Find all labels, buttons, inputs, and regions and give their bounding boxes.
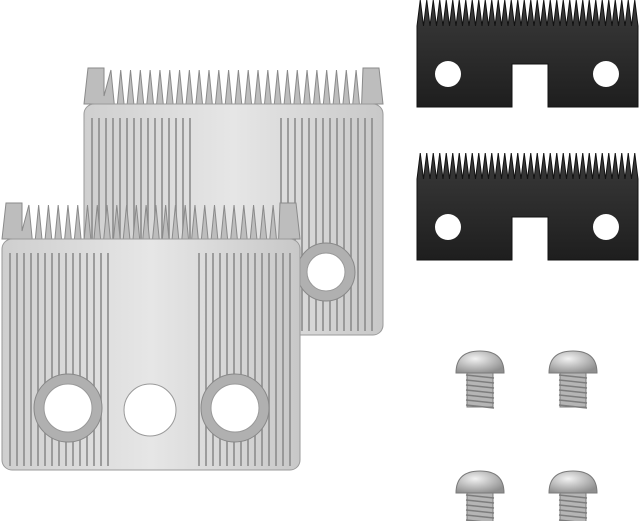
screw-thread <box>465 504 495 509</box>
screw <box>455 470 505 521</box>
cutter-blade-hole <box>593 61 619 87</box>
screw-thread <box>465 514 495 519</box>
blade-hole <box>43 383 93 433</box>
screw-thread <box>465 389 495 394</box>
screw-thread <box>465 384 495 389</box>
cutter-blade-body <box>416 152 639 261</box>
screw-thread <box>558 499 588 504</box>
screws <box>455 350 598 521</box>
screw <box>455 350 505 409</box>
screw-thread <box>558 494 588 499</box>
screw-thread <box>465 394 495 399</box>
cutter-blade-hole <box>435 61 461 87</box>
blade-hole <box>123 383 177 437</box>
screw-head <box>548 350 598 374</box>
screw-thread <box>558 374 588 379</box>
screw-head <box>548 470 598 494</box>
cutter-blade <box>416 0 639 108</box>
blade-hole <box>210 383 260 433</box>
screw-thread <box>465 399 495 404</box>
screw-thread <box>558 384 588 389</box>
screw-thread <box>558 504 588 509</box>
screw-thread <box>465 374 495 379</box>
screw <box>548 350 598 409</box>
screw-thread <box>558 389 588 394</box>
cutter-blade-hole <box>435 214 461 240</box>
screw-thread <box>558 399 588 404</box>
screw-thread <box>558 379 588 384</box>
screw <box>548 470 598 521</box>
screw-thread <box>465 499 495 504</box>
screw-head <box>455 350 505 374</box>
blade-hole <box>306 252 346 292</box>
screw-thread <box>558 514 588 519</box>
screw-thread <box>558 394 588 399</box>
screw-thread <box>465 509 495 514</box>
cutter-blade-hole <box>593 214 619 240</box>
screw-thread <box>465 494 495 499</box>
front-large-blade <box>1 202 301 471</box>
cutter-blade <box>416 152 639 261</box>
screw-thread <box>465 379 495 384</box>
screw-thread <box>558 509 588 514</box>
cutter-blade-body <box>416 0 639 108</box>
screw-thread <box>465 404 495 409</box>
screw-head <box>455 470 505 494</box>
screw-thread <box>558 404 588 409</box>
cutter-blades <box>416 0 639 261</box>
